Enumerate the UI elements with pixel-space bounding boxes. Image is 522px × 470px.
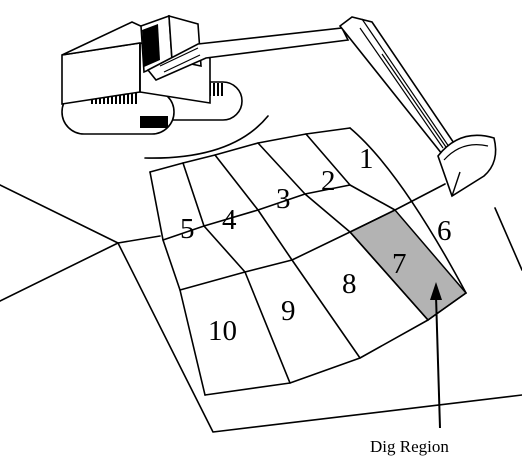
terrain-outline (0, 184, 522, 433)
pit-bottom-line (117, 242, 522, 433)
region-label-5: 5 (180, 213, 195, 245)
region-labels: 1 2 3 4 5 6 7 8 9 10 (180, 143, 452, 347)
grid-column-line-a (182, 162, 291, 384)
excavator-stick (338, 16, 464, 166)
swing-arc (144, 115, 269, 159)
region-label-7: 7 (392, 248, 407, 280)
excavator-illustration (61, 14, 497, 198)
pointer-arrowhead (430, 282, 442, 300)
region-label-1: 1 (359, 143, 374, 175)
region-label-10: 10 (208, 315, 237, 347)
dig-grid (149, 127, 468, 396)
grid-right-edge (349, 127, 467, 294)
grid-column-line-b (214, 154, 361, 359)
grid-column-line-c (257, 142, 429, 321)
grid-left-edge (149, 171, 206, 396)
excavator-boom (146, 27, 350, 81)
region-label-2: 2 (321, 165, 336, 197)
left-slope-line (0, 184, 119, 302)
pointer-shaft (435, 295, 441, 429)
grid-column-line-d (305, 133, 396, 211)
dig-region-pointer (430, 282, 442, 429)
region-label-6: 6 (437, 215, 452, 247)
region-label-8: 8 (342, 268, 357, 300)
right-slope-line (494, 207, 522, 271)
region-label-9: 9 (281, 295, 296, 327)
excavator-bucket (437, 134, 497, 198)
grid-middle-row-line (179, 183, 446, 291)
pit-left-rim (117, 235, 161, 244)
grid-far-edge (149, 127, 351, 173)
dig-region-caption: Dig Region (370, 437, 449, 456)
region-label-3: 3 (276, 183, 291, 215)
region-label-4: 4 (222, 204, 237, 236)
